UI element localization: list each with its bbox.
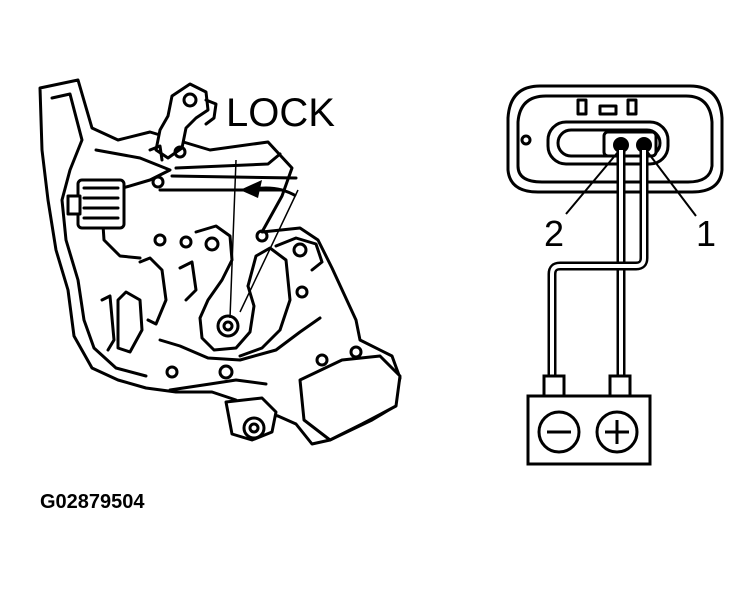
connector-pins [613,137,652,153]
test-wires [547,150,649,380]
pin2-leader [565,151,619,215]
lock-leader-line [229,159,299,319]
pin-1 [636,137,652,153]
pin-1-label: 1 [696,213,716,254]
figure-code: G02879504 [40,491,145,513]
battery [526,374,652,466]
lock-label: LOCK [226,91,335,135]
connector-housing [506,84,724,194]
door-lock-assembly [38,78,402,446]
lock-direction-arrow [240,180,297,198]
pin-2-label: 2 [544,213,564,254]
pin-2 [613,137,629,153]
pin1-leader [645,149,697,217]
